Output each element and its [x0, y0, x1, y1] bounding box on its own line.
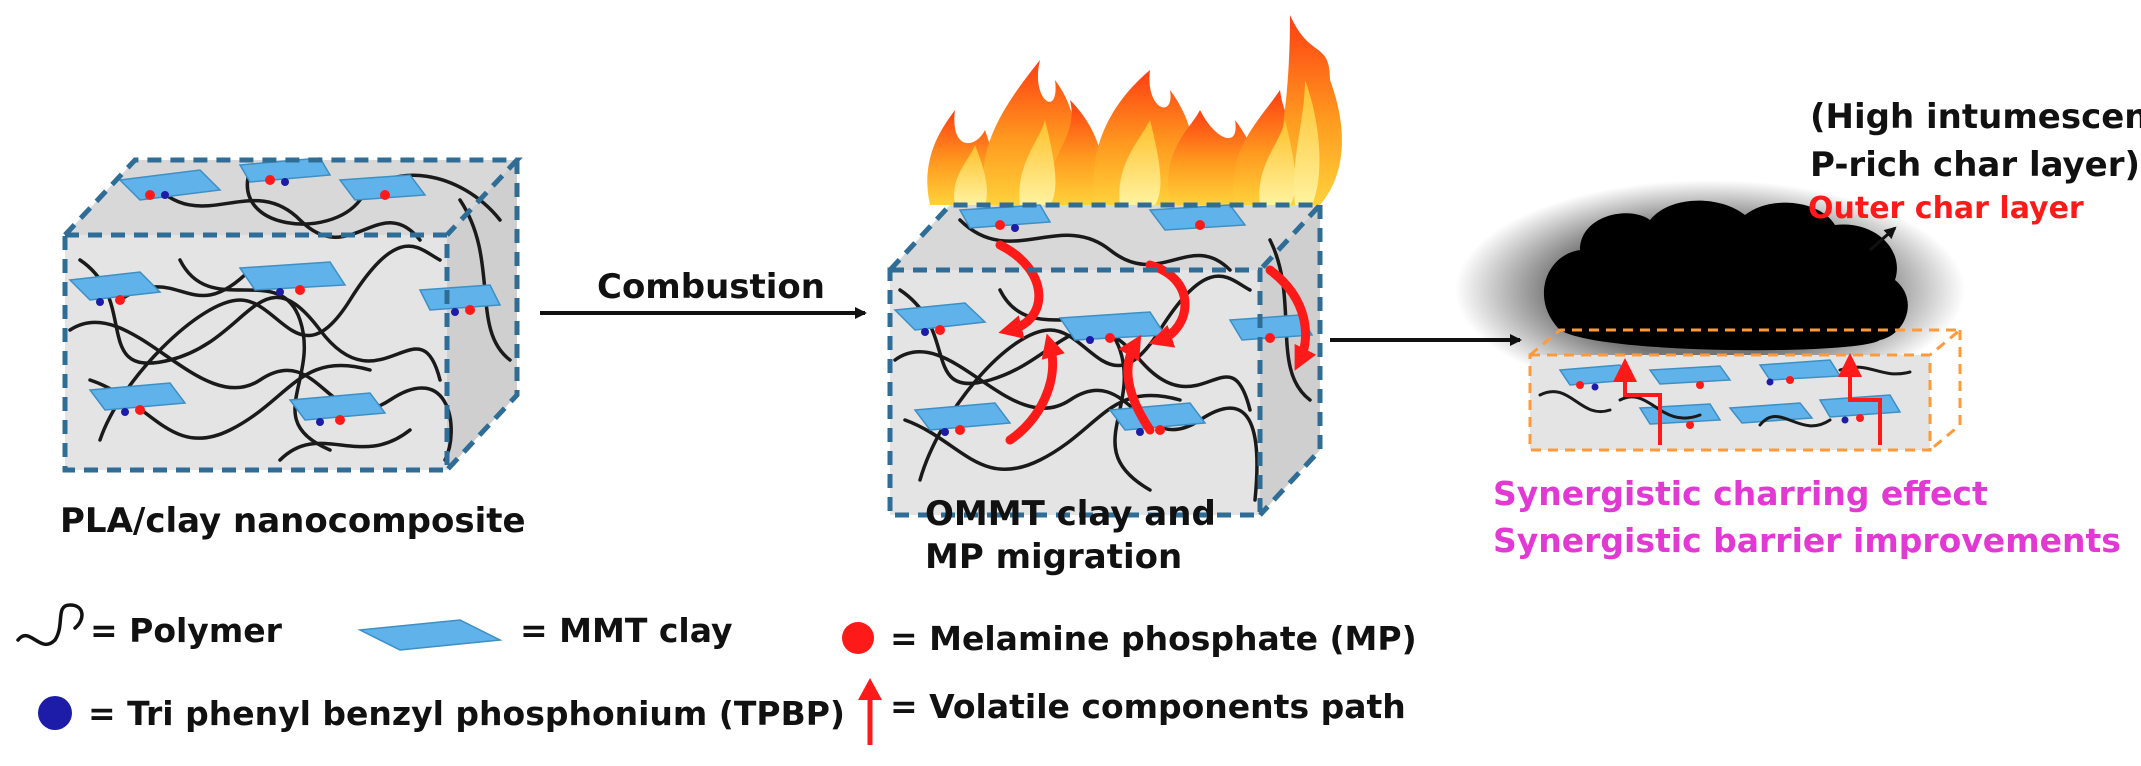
char-pointer-arrow [1869, 226, 1897, 252]
nanocomposite-label: PLA/clay nanocomposite [60, 501, 526, 541]
migration-label-line1: OMMT clay and [925, 494, 1216, 534]
char-layer [1455, 180, 1965, 400]
char-title-line1: (High intumescent [1810, 97, 2141, 137]
box-edges [62, 157, 523, 473]
clay-platelets [68, 157, 502, 421]
legend-mp: = Melamine phosphate (MP) [890, 619, 1417, 658]
legend-tpbp: = Tri phenyl benzyl phosphonium (TPBP) [88, 694, 845, 733]
flames [927, 15, 1342, 205]
polymer-legend-icon [16, 603, 84, 647]
volatile-legend-icon [858, 678, 882, 745]
legend: = Polymer = MMT clay = Melamine phosphat… [16, 603, 1417, 745]
synergy-effect-line2: Synergistic barrier improvements [1493, 521, 2121, 560]
mp-legend-icon [842, 622, 874, 654]
tpbp-particles [96, 178, 459, 426]
mp-particles [115, 175, 475, 425]
migration-label-line2: MP migration [925, 537, 1182, 577]
clay-platelets [893, 204, 1314, 431]
mp-particles [935, 220, 1275, 435]
residue-outline [1528, 328, 1965, 452]
box-edges [887, 202, 1326, 518]
outer-char-label: Outer char layer [1808, 191, 2084, 226]
synergy-effect-line1: Synergistic charring effect [1493, 474, 1988, 513]
legend-volatile: = Volatile components path [890, 687, 1406, 726]
tpbp-particles [921, 224, 1144, 436]
burning-box [887, 202, 1326, 518]
char-title-line2: P-rich char layer) [1810, 145, 2140, 185]
combustion-label: Combustion [597, 267, 825, 307]
legend-clay: = MMT clay [520, 611, 732, 650]
clay-legend-icon [357, 619, 503, 651]
legend-polymer: = Polymer [90, 611, 283, 650]
migration-arrows [995, 240, 1317, 445]
clay-platelets [1558, 359, 1902, 425]
mp-particles [1576, 376, 1864, 429]
residue-box [1528, 328, 1965, 452]
tpbp-legend-icon [38, 696, 72, 730]
nanocomposite-box [62, 157, 523, 473]
tpbp-particles [1591, 378, 1849, 424]
volatile-paths [1613, 353, 1882, 445]
